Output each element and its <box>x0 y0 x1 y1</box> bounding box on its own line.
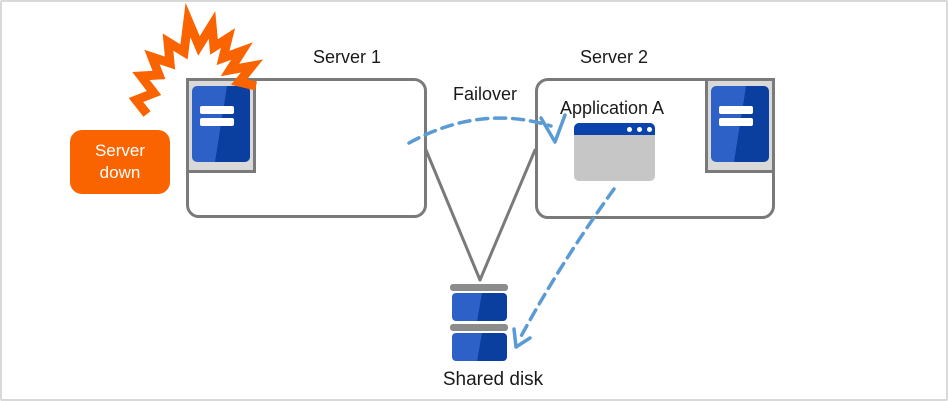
failover-label: Failover <box>452 84 518 104</box>
shared-disk-icon <box>450 324 508 331</box>
window-dot-icon <box>647 127 652 132</box>
server-tower-body <box>711 86 769 162</box>
tower-slot <box>719 106 753 114</box>
server1-tower-icon <box>186 78 256 173</box>
server-tower-body <box>192 86 250 162</box>
tower-slot <box>719 118 753 126</box>
shared-disk-icon <box>450 284 508 291</box>
server1-disk-line <box>424 148 482 282</box>
app-window-icon <box>574 123 655 181</box>
server2-disk-line <box>478 148 537 282</box>
window-dot-icon <box>627 127 632 132</box>
disk-access-arrowhead-icon <box>512 327 532 349</box>
server-down-text-line1: Server <box>94 141 146 160</box>
server1-title: Server 1 <box>312 47 382 67</box>
app-window-titlebar <box>574 123 655 135</box>
server2-tower-icon <box>705 78 775 173</box>
tower-slot <box>200 106 234 114</box>
server-down-text-line2: down <box>99 163 141 182</box>
tower-slot <box>200 118 234 126</box>
shared-disk-label: Shared disk <box>442 369 544 390</box>
server2-title: Server 2 <box>579 47 649 67</box>
shared-disk-icon <box>452 333 507 361</box>
failover-arrow-icon <box>407 116 553 145</box>
application-label: Application A <box>559 98 665 118</box>
shared-disk-icon <box>452 293 507 321</box>
window-dot-icon <box>637 127 642 132</box>
server-down-badge: Server down <box>70 130 170 194</box>
